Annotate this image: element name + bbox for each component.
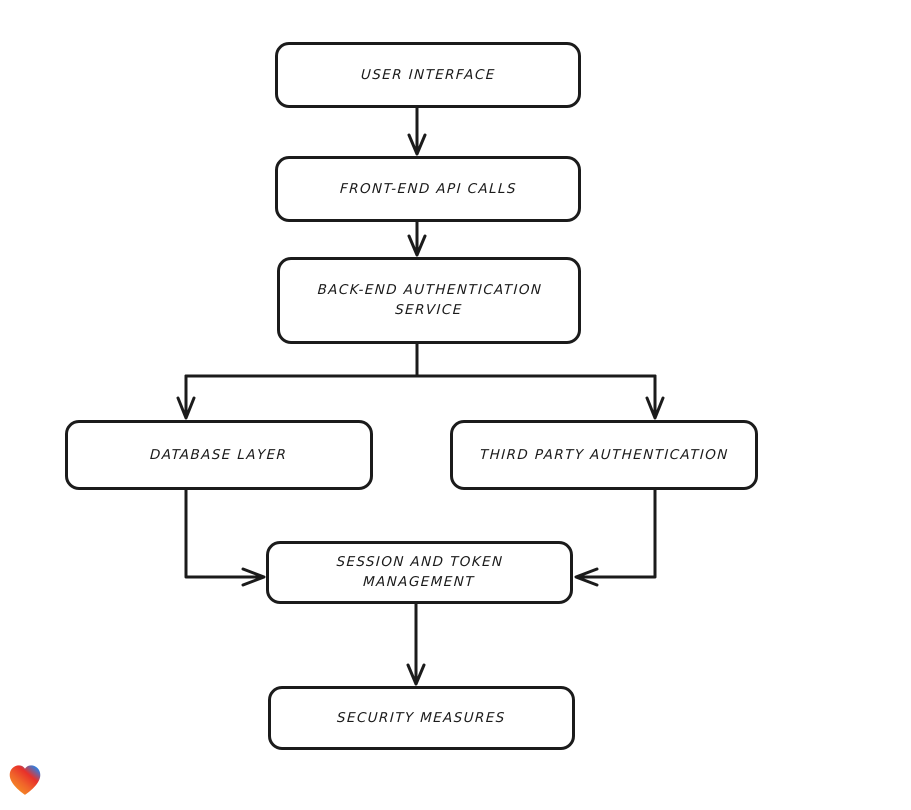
edge-session-to-security [406, 602, 426, 686]
edge-backend-split-bus [184, 342, 657, 378]
edge-backend-to-thirdparty [645, 374, 665, 420]
node-back-end-authentication-service[interactable]: Back-End Authentication Service [277, 257, 581, 344]
heart-icon [9, 765, 41, 795]
node-label-session-and-token-management: Session and Token Management [336, 554, 504, 591]
node-label-database-layer: Database Layer [149, 446, 289, 463]
node-label-third-party-authentication: Third Party Authentication [479, 446, 729, 463]
edge-database-to-session [184, 488, 266, 587]
edge-ui-to-frontend [407, 106, 427, 156]
node-security-measures[interactable]: Security Measures [268, 686, 575, 750]
node-label-front-end-api-calls: Front-End API Calls [339, 180, 517, 197]
edge-backend-to-database [176, 374, 196, 420]
node-front-end-api-calls[interactable]: Front-End API Calls [275, 156, 581, 222]
node-label-back-end-authentication-service: Back-End Authentication Service [316, 282, 543, 319]
node-user-interface[interactable]: User Interface [275, 42, 581, 108]
edge-thirdparty-to-session [574, 488, 657, 587]
node-label-user-interface: User Interface [360, 66, 496, 83]
node-database-layer[interactable]: Database Layer [65, 420, 373, 490]
node-session-and-token-management[interactable]: Session and Token Management [266, 541, 573, 604]
edge-frontend-to-backend [407, 220, 427, 257]
node-label-security-measures: Security Measures [336, 709, 507, 726]
node-third-party-authentication[interactable]: Third Party Authentication [450, 420, 758, 490]
